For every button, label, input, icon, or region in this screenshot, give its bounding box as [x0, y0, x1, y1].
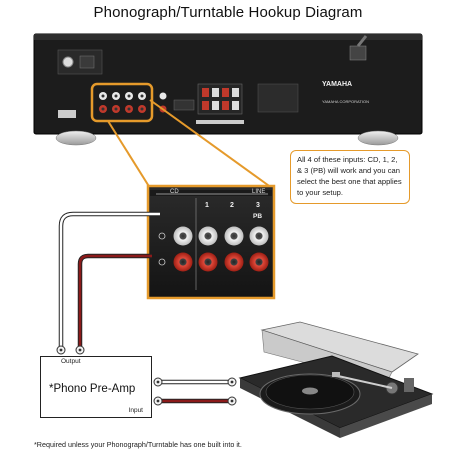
panel-label-line: LINE: [252, 189, 265, 195]
cables-turntable-to-preamp: [158, 379, 230, 404]
footnote: *Required unless your Phonograph/Turntab…: [34, 440, 242, 449]
panel-white-jacks: [173, 226, 269, 246]
phono-preamp-box: Output *Phono Pre-Amp Input: [40, 356, 152, 418]
turntable-tonearm: [337, 375, 393, 389]
panel-label-pb: PB: [253, 213, 262, 220]
preamp-input-label: Input: [128, 407, 143, 414]
red-cable: [77, 253, 152, 348]
input-panel-zoom: CD LINE 1 2 3 PB: [146, 184, 276, 300]
receiver: YAMAHA YAMAHA CORPORATION: [33, 33, 423, 146]
preamp-name: *Phono Pre-Amp: [49, 383, 136, 395]
panel-red-jacks: [173, 252, 269, 272]
panel-label-3: 3: [256, 202, 260, 209]
cables-preamp-to-receiver: [58, 211, 160, 348]
corporation-label: YAMAHA CORPORATION: [322, 99, 369, 104]
preamp-output-label: Output: [61, 358, 81, 365]
turntable: [238, 321, 434, 438]
diagram-title: Phonograph/Turntable Hookup Diagram: [93, 4, 363, 21]
panel-label-2: 2: [230, 202, 234, 209]
inputs-callout: All 4 of these inputs: CD, 1, 2, & 3 (PB…: [290, 150, 410, 204]
white-cable: [58, 211, 160, 348]
panel-label-cd: CD: [170, 189, 179, 195]
zoom-line-right: [149, 99, 273, 189]
receiver-input-jacks: [99, 92, 146, 113]
receiver-foot-right: [357, 130, 399, 146]
panel-label-1: 1: [205, 202, 209, 209]
zoom-line-left: [107, 120, 151, 189]
receiver-foot-left: [55, 130, 97, 146]
speaker-terminals: [173, 83, 243, 115]
brand-label: YAMAHA: [322, 81, 352, 88]
